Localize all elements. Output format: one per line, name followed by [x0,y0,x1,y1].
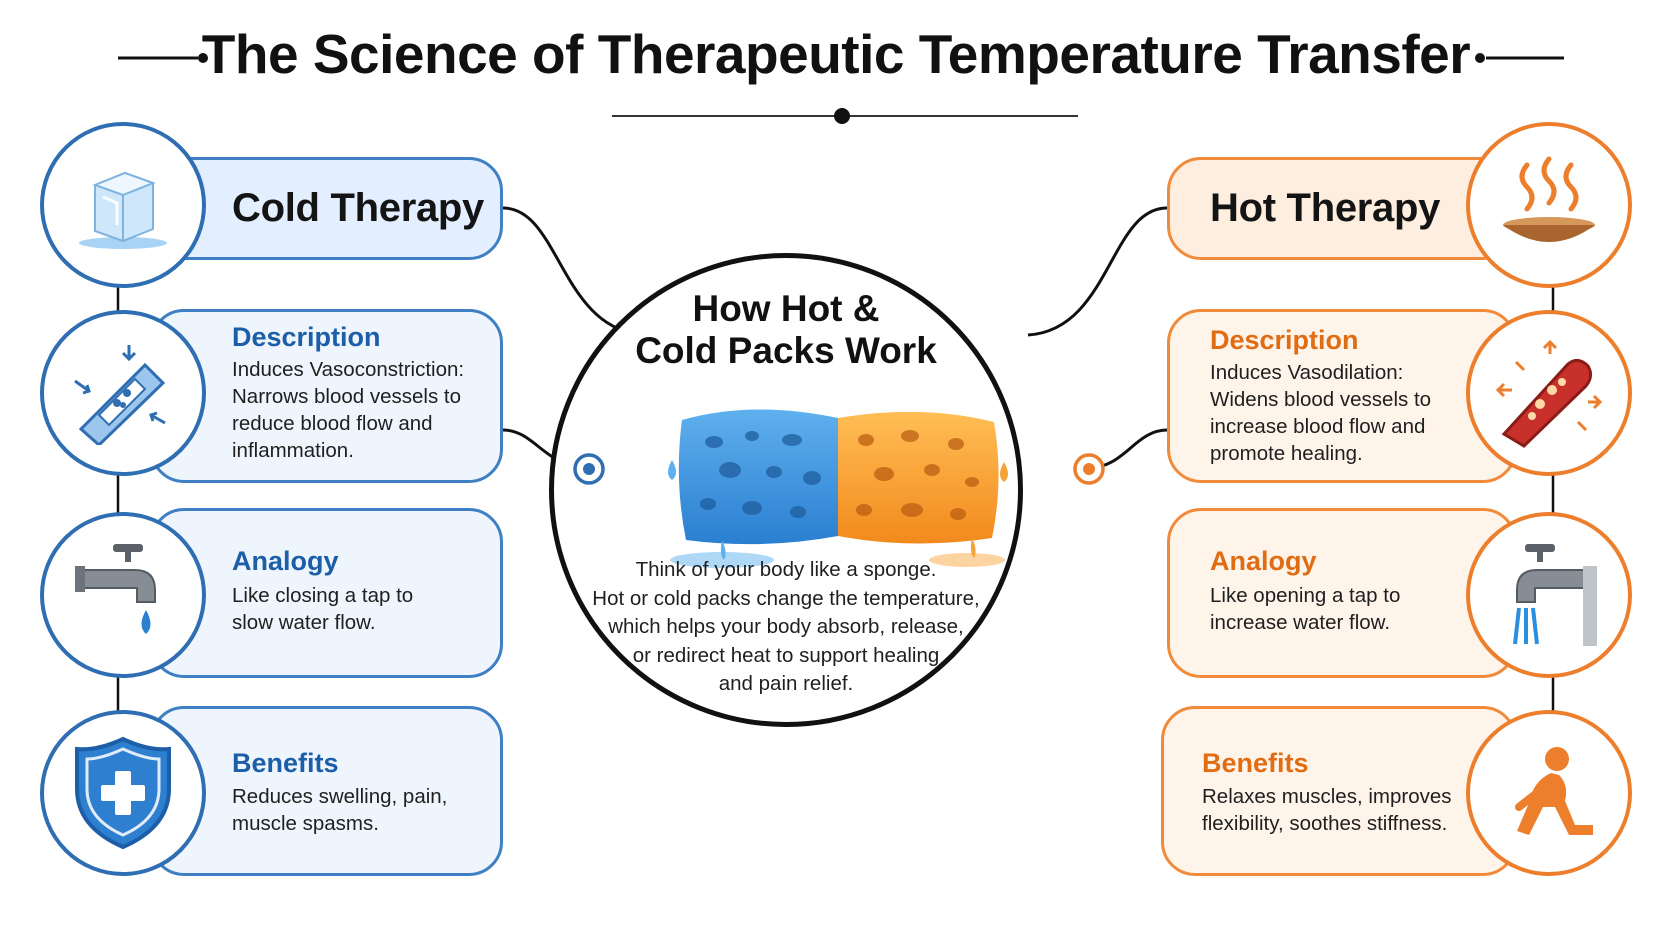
hot-benefits-line: Relaxes muscles, improves [1202,785,1452,808]
cold-therapy-title: Cold Therapy [232,186,484,230]
ice-cube-icon [79,171,167,249]
page-title: The Science of Therapeutic Temperature T… [201,23,1471,85]
cold-analogy-line: Like closing a tap to [232,584,414,607]
hot-connector-node [1073,453,1105,485]
hot-analogy-icon-circle [1466,512,1632,678]
stretching-person-icon [1515,747,1593,835]
cold-analogy-card [150,508,503,678]
center-body-line: which helps your body absorb, release, [608,615,964,638]
hot-description-line: Widens blood vessels to [1210,388,1432,411]
hot-analogy-line: increase water flow. [1210,611,1391,634]
cold-benefits-card [150,706,503,876]
hot-description-title: Description [1210,325,1359,355]
constricted-vessel-icon [74,345,166,445]
cold-analogy-icon-circle [40,512,206,678]
hot-header-icon-circle [1466,122,1632,288]
center-body-line: or redirect heat to support healing [632,643,940,667]
cold-description-line: inflammation. [232,439,354,462]
cold-header-icon-circle [40,122,206,288]
hot-benefits-text: Relaxes muscles, improves flexibility, s… [1202,783,1452,837]
hot-analogy-title: Analogy [1210,546,1317,576]
hot-benefits-icon-circle [1466,710,1632,876]
cold-description-line: reduce blood flow and [232,412,433,435]
cold-description-line: Induces Vasoconstriction: [232,358,465,381]
hot-description-card [1167,309,1517,483]
open-tap-icon [1513,544,1597,646]
closed-tap-icon [75,544,156,634]
center-description: Think of your body like a sponge. Hot or… [549,556,1023,699]
hot-description-line: Induces Vasodilation: [1210,361,1404,384]
hot-description-icon-circle [1466,310,1632,476]
hot-description-text: Induces Vasodilation: Widens blood vesse… [1210,359,1431,467]
cold-benefits-icon-circle [40,710,206,876]
center-title: How Hot & Cold Packs Work [549,288,1023,372]
shield-cross-icon [75,736,171,850]
hot-therapy-title: Hot Therapy [1210,186,1441,230]
steaming-bowl-icon [1503,156,1595,242]
hot-analogy-text: Like opening a tap to increase water flo… [1210,582,1400,636]
cold-therapy-header [150,157,503,260]
cold-connector-node [573,453,605,485]
cold-benefits-title: Benefits [232,748,339,778]
cold-analogy-text: Like closing a tap to slow water flow. [232,582,413,636]
cold-analogy-title: Analogy [232,546,339,576]
dilated-vessel-icon [1495,339,1603,448]
center-body-line: Think of your body like a sponge. [635,558,937,581]
cold-benefits-line: muscle spasms. [232,812,379,835]
cold-description-title: Description [232,322,381,352]
hot-benefits-title: Benefits [1202,748,1309,778]
cold-benefits-text: Reduces swelling, pain, muscle spasms. [232,783,447,837]
cold-description-line: Narrows blood vessels to [232,385,462,408]
hot-benefits-card [1161,706,1517,876]
hot-therapy-header [1167,157,1517,260]
hot-description-line: promote healing. [1210,442,1363,465]
hot-benefits-line: flexibility, soothes stiffness. [1202,812,1448,835]
cold-description-icon-circle [40,310,206,476]
cold-description-text: Induces Vasoconstriction: Narrows blood … [232,356,464,464]
hot-description-line: increase blood flow and [1210,415,1426,438]
center-body-line: Hot or cold packs change the temperature… [592,586,980,610]
cold-benefits-line: Reduces swelling, pain, [232,785,448,808]
center-body-line: and pain relief. [718,672,854,695]
hot-analogy-line: Like opening a tap to [1210,584,1401,607]
center-title-line: How Hot & [692,288,880,329]
sponge-icon [668,409,1008,568]
cold-analogy-line: slow water flow. [232,611,376,634]
hot-analogy-card [1167,508,1517,678]
center-title-line: Cold Packs Work [635,330,937,371]
